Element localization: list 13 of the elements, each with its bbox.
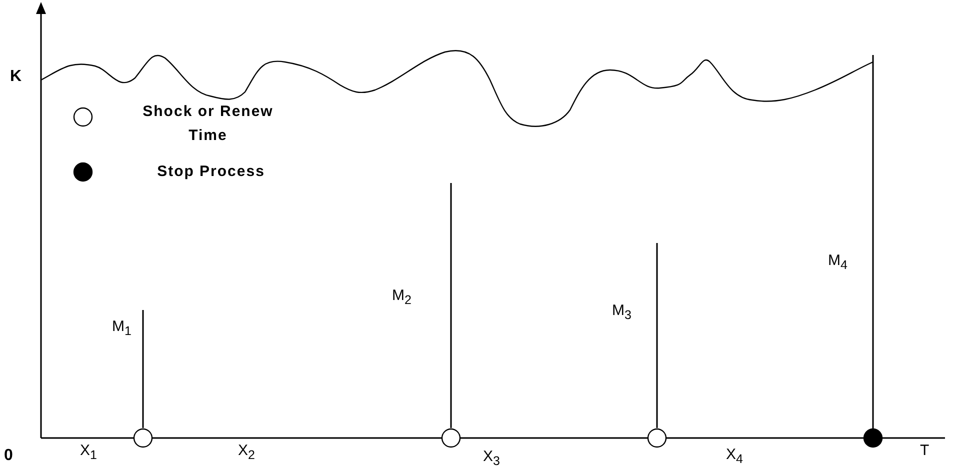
axis-label: 0 (4, 447, 13, 465)
legend-text: Shock or Renew Time (142, 102, 274, 146)
axis-label: K (10, 68, 22, 86)
axis-label: X$_{4}$ (726, 446, 743, 468)
legend-text: Stop Process (156, 162, 266, 182)
axis-label: X$_{2}$ (238, 442, 255, 464)
axis-label: X$_{1}$ (80, 442, 97, 464)
axis-label: X$_{3}$ (483, 448, 500, 468)
axis-label: M$_{3}$ (612, 302, 632, 324)
axis-label: M$_{1}$ (112, 318, 132, 340)
axis-label: T (920, 442, 930, 460)
axis-label: M$_{4}$ (828, 252, 848, 274)
axis-label: M$_{2}$ (392, 287, 412, 309)
